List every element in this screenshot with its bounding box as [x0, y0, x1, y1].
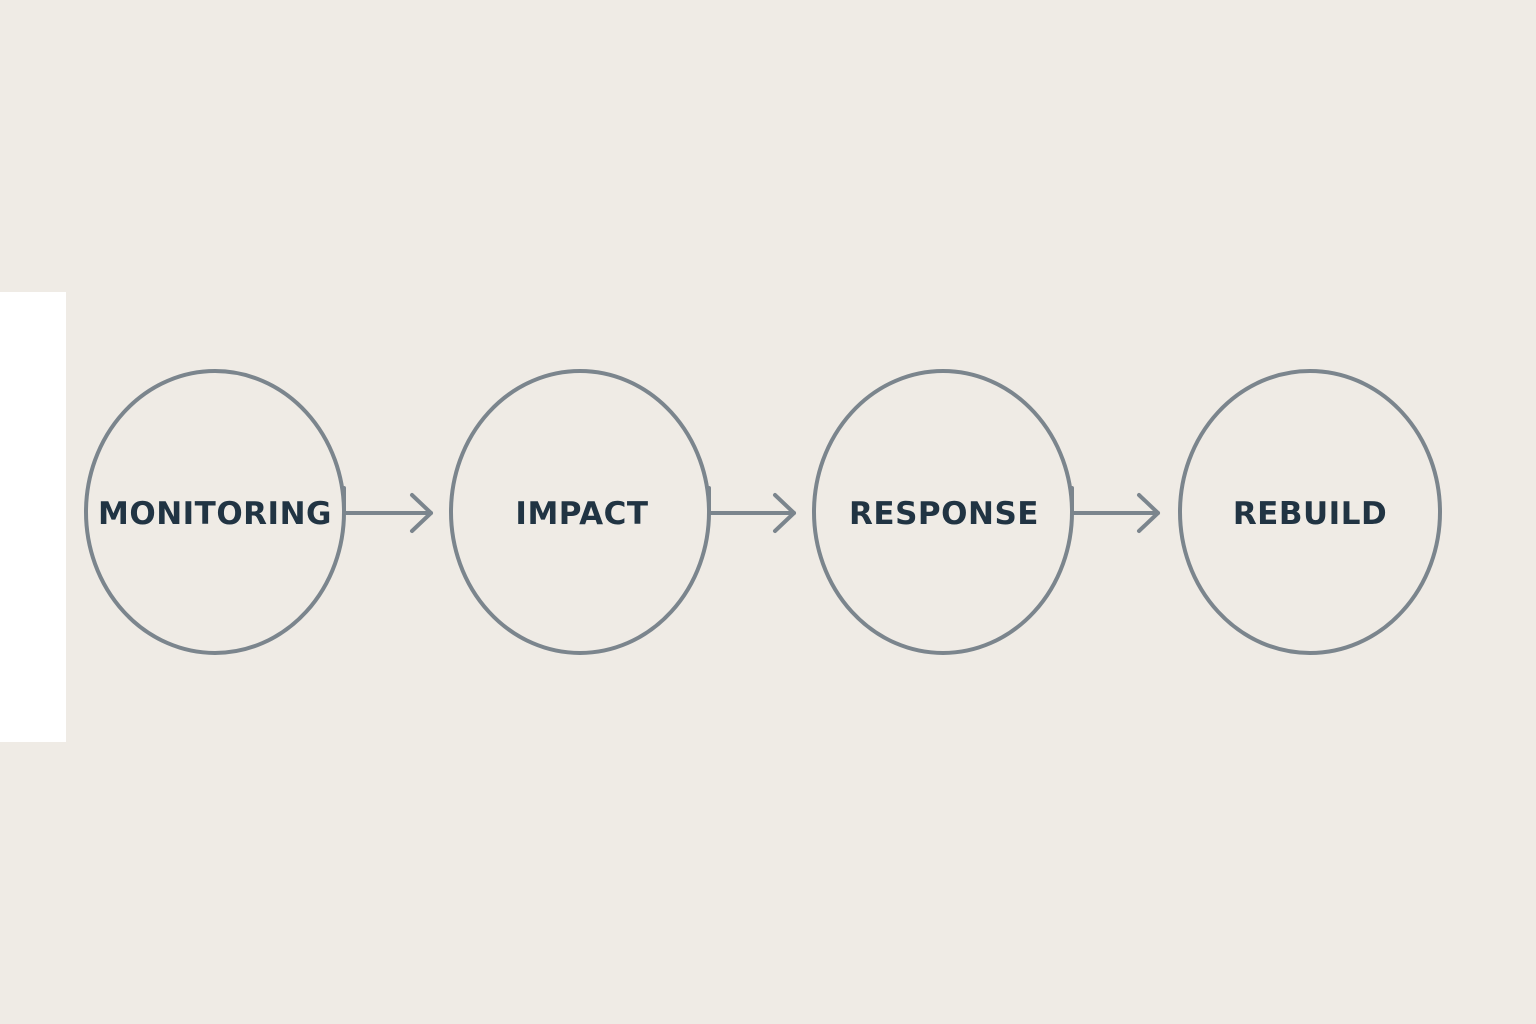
left-white-panel	[0, 292, 66, 742]
arrow-response-to-rebuild	[1070, 486, 1160, 533]
arrow-line	[1070, 486, 1160, 515]
step-monitoring: MONITORING	[84, 369, 346, 655]
step-impact: IMPACT	[449, 369, 711, 655]
arrow-head-icon	[410, 493, 433, 533]
arrow-impact-to-response	[707, 486, 796, 533]
step-rebuild: REBUILD	[1178, 369, 1442, 655]
step-label: REBUILD	[1233, 496, 1387, 532]
arrow-head-icon	[1137, 493, 1160, 533]
step-circle	[1178, 369, 1442, 655]
arrow-line	[342, 486, 433, 515]
arrow-monitoring-to-impact	[342, 486, 433, 533]
arrow-head-icon	[773, 493, 796, 533]
step-label: RESPONSE	[849, 496, 1039, 532]
step-label: MONITORING	[98, 496, 332, 532]
step-response: RESPONSE	[812, 369, 1074, 655]
step-label: IMPACT	[515, 496, 648, 532]
arrow-line	[707, 486, 796, 515]
